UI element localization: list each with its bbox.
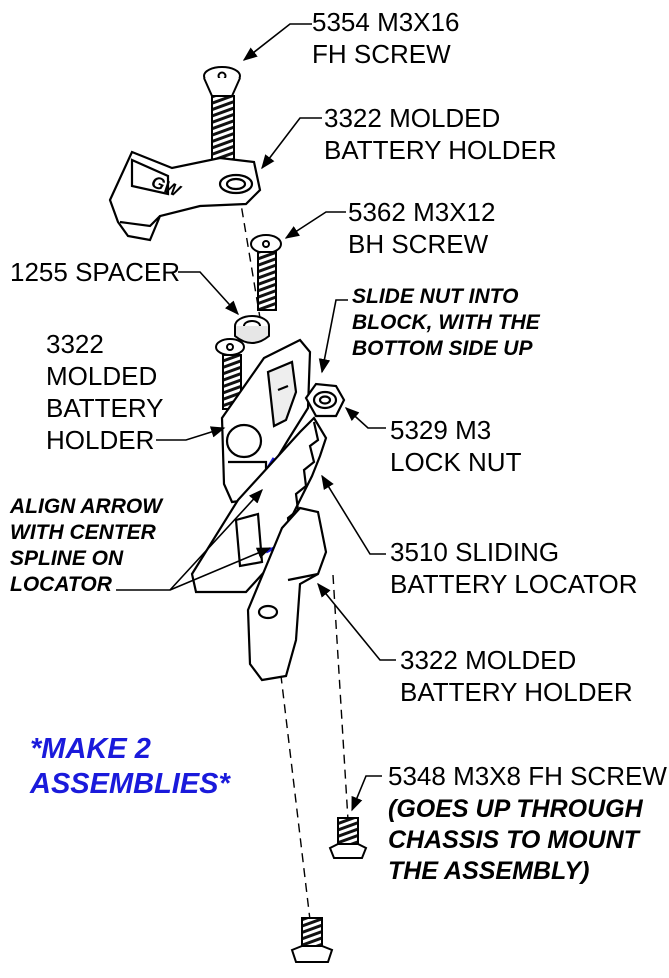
label-line: 3510 SLIDING <box>390 537 560 567</box>
label-line: 5348 M3X8 FH SCREW <box>388 761 667 791</box>
label-lock-nut: 5329 M3 LOCK NUT <box>390 414 521 478</box>
note-line: (GOES UP THROUGH <box>388 795 643 823</box>
note-align-arrow: ALIGN ARROW WITH CENTER SPLINE ON LOCATO… <box>10 494 162 598</box>
label-line: BATTERY <box>46 393 164 423</box>
label-line: 1255 SPACER <box>10 257 181 287</box>
note-make-two-assemblies: *MAKE 2 ASSEMBLIES* <box>30 732 230 802</box>
note-line: BLOCK, WITH THE <box>352 311 540 334</box>
label-holder-bottom: 3322 MOLDED BATTERY HOLDER <box>400 644 633 708</box>
note-line: CHASSIS TO MOUNT <box>388 826 639 854</box>
note-line: SPLINE ON <box>10 547 124 570</box>
label-screw-5362: 5362 M3X12 BH SCREW <box>348 196 495 260</box>
label-line: HOLDER <box>46 425 155 455</box>
label-line: LOCK NUT <box>390 447 522 477</box>
label-screw-5354: 5354 M3X16 FH SCREW <box>312 6 459 70</box>
label-holder-left: 3322 MOLDED BATTERY HOLDER <box>46 328 164 456</box>
note-line: BOTTOM SIDE UP <box>352 337 533 360</box>
label-spacer: 1255 SPACER <box>10 256 180 288</box>
note-line: SLIDE NUT INTO <box>352 285 519 308</box>
label-screw-5348: 5348 M3X8 FH SCREW <box>388 760 667 792</box>
label-line: 3322 MOLDED <box>324 103 501 133</box>
note-line: THE ASSEMBLY) <box>388 857 590 885</box>
note-line: ASSEMBLIES* <box>30 768 230 800</box>
label-line: BH SCREW <box>348 229 489 259</box>
sliding-battery-locator <box>190 416 328 594</box>
label-locator: 3510 SLIDING BATTERY LOCATOR <box>390 536 638 600</box>
note-line: WITH CENTER <box>10 521 156 544</box>
battery-holder-bottom <box>246 506 328 682</box>
note-screw-5348: (GOES UP THROUGH CHASSIS TO MOUNT THE AS… <box>388 794 643 887</box>
lock-nut-5329 <box>304 382 346 418</box>
label-line: 5362 M3X12 <box>348 197 496 227</box>
screw-5348 <box>328 817 368 859</box>
label-line: 5354 M3X16 <box>312 7 460 37</box>
note-slide-nut: SLIDE NUT INTO BLOCK, WITH THE BOTTOM SI… <box>352 284 540 362</box>
note-line: *MAKE 2 <box>30 733 151 765</box>
note-line: ALIGN ARROW <box>10 495 163 518</box>
leader-lines <box>116 23 396 812</box>
screw-5362 <box>250 234 282 311</box>
label-line: BATTERY HOLDER <box>400 677 633 707</box>
spacer-1255 <box>234 315 270 344</box>
screw-bottom <box>290 917 334 963</box>
label-line: 5329 M3 <box>390 415 492 445</box>
label-line: BATTERY HOLDER <box>324 135 557 165</box>
label-line: MOLDED <box>46 361 158 391</box>
battery-holder-top <box>108 150 262 242</box>
label-line: 3322 <box>46 329 104 359</box>
note-line: LOCATOR <box>10 573 112 596</box>
label-line: 3322 MOLDED <box>400 645 577 675</box>
label-line: BATTERY LOCATOR <box>390 569 638 599</box>
screw-5354 <box>203 66 241 163</box>
label-line: FH SCREW <box>312 39 451 69</box>
label-holder-top: 3322 MOLDED BATTERY HOLDER <box>324 102 557 166</box>
